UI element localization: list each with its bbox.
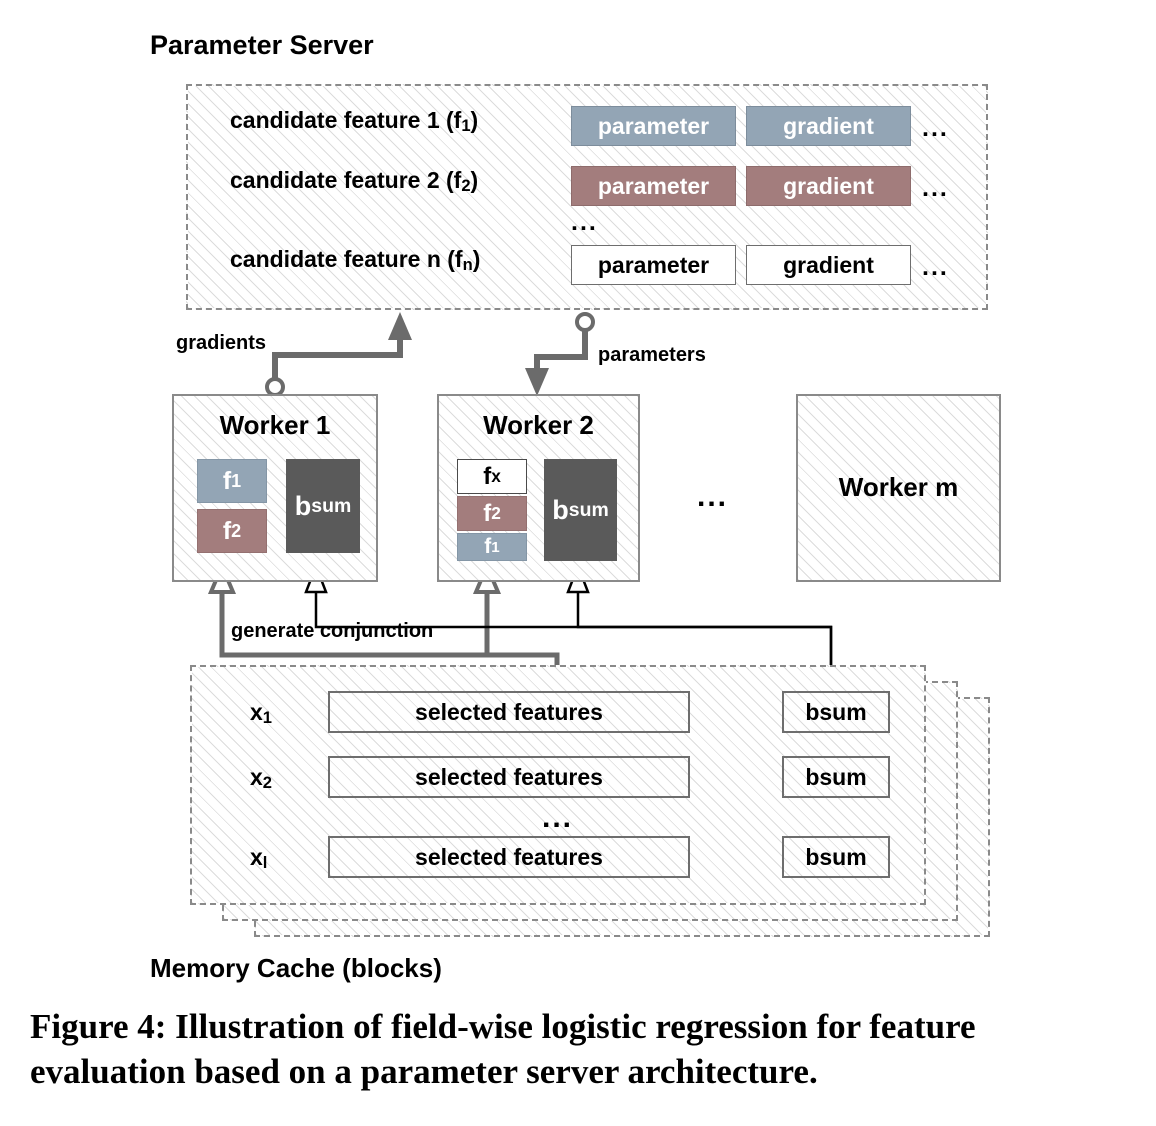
selected-features-box[interactable]: selected features	[328, 756, 690, 798]
selected-features-box[interactable]: selected features	[328, 836, 690, 878]
feature-subscript: x	[491, 466, 501, 486]
parameter-chip[interactable]: parameter	[571, 106, 736, 146]
candidate-feature-label: candidate feature 1 (f1)	[230, 107, 479, 135]
bsum-box[interactable]: bsum	[782, 836, 890, 878]
worker-m-box[interactable]: Worker m	[796, 394, 1001, 582]
feature-subscript: 2	[231, 520, 242, 541]
feature-subscript: 2	[491, 503, 501, 523]
cache-row-label: x1	[250, 699, 272, 727]
parameters-connector	[525, 312, 595, 396]
gradient-chip[interactable]: gradient	[746, 166, 911, 206]
candidate-feature-row: candidate feature 1 (f1)	[230, 107, 478, 136]
gradient-chip[interactable]: gradient	[746, 106, 911, 146]
bsum-box[interactable]: bsum	[782, 756, 890, 798]
candidate-feature-label: candidate feature 2 (f2)	[230, 167, 479, 195]
worker-2-title: Worker 2	[483, 410, 594, 440]
selected-features-box[interactable]: selected features	[328, 691, 690, 733]
cache-row-label: x2	[250, 764, 272, 792]
feature-name: f	[222, 466, 232, 495]
feature-name: f	[483, 499, 492, 527]
row-trailing-ellipsis: ...	[922, 253, 949, 281]
parameter-server-container: candidate feature 1 (f1) parameter gradi…	[186, 84, 988, 310]
worker-1-title: Worker 1	[219, 410, 331, 440]
gradient-chip[interactable]: gradient	[746, 245, 911, 285]
generate-conjunction-connector-w2	[472, 560, 560, 681]
bsum-box[interactable]: bsum	[782, 691, 890, 733]
bsum-subscript: sum	[311, 494, 352, 517]
candidate-feature-row: candidate feature 2 (f2)	[230, 167, 478, 196]
figure-caption: Figure 4: Illustration of field-wise log…	[30, 1007, 976, 1091]
cache-row-label: xl	[250, 844, 268, 872]
parameter-server-ellipsis: ...	[571, 208, 598, 236]
gradients-connector	[265, 312, 412, 397]
memory-cache-ellipsis: ...	[542, 801, 574, 834]
candidate-feature-label: candidate feature n (fn)	[230, 246, 481, 274]
bsum-main: b	[552, 494, 569, 525]
memory-cache-container: x1 selected features bsum x2 selected fe…	[190, 665, 926, 905]
feature-subscript: 1	[491, 538, 500, 556]
bsum-main: b	[294, 490, 312, 521]
bsum-subscript: sum	[568, 498, 609, 521]
memory-cache-title: Memory Cache (blocks)	[150, 953, 442, 983]
feature-name: f	[222, 516, 232, 545]
worker-m-title: Worker m	[838, 472, 959, 502]
feature-subscript: 1	[231, 470, 242, 491]
parameters-label: parameters	[598, 344, 706, 366]
feature-name: f	[483, 462, 492, 490]
row-trailing-ellipsis: ...	[922, 114, 949, 142]
gradients-label: gradients	[176, 332, 267, 354]
workers-ellipsis: ...	[697, 480, 729, 513]
parameter-chip[interactable]: parameter	[571, 245, 736, 285]
feature-name: f	[484, 535, 492, 558]
generate-conjunction-label: generate conjunction	[231, 620, 434, 642]
parameter-chip[interactable]: parameter	[571, 166, 736, 206]
parameter-server-title: Parameter Server	[150, 30, 374, 60]
row-trailing-ellipsis: ...	[922, 174, 949, 202]
candidate-feature-row: candidate feature n (fn)	[230, 246, 480, 275]
